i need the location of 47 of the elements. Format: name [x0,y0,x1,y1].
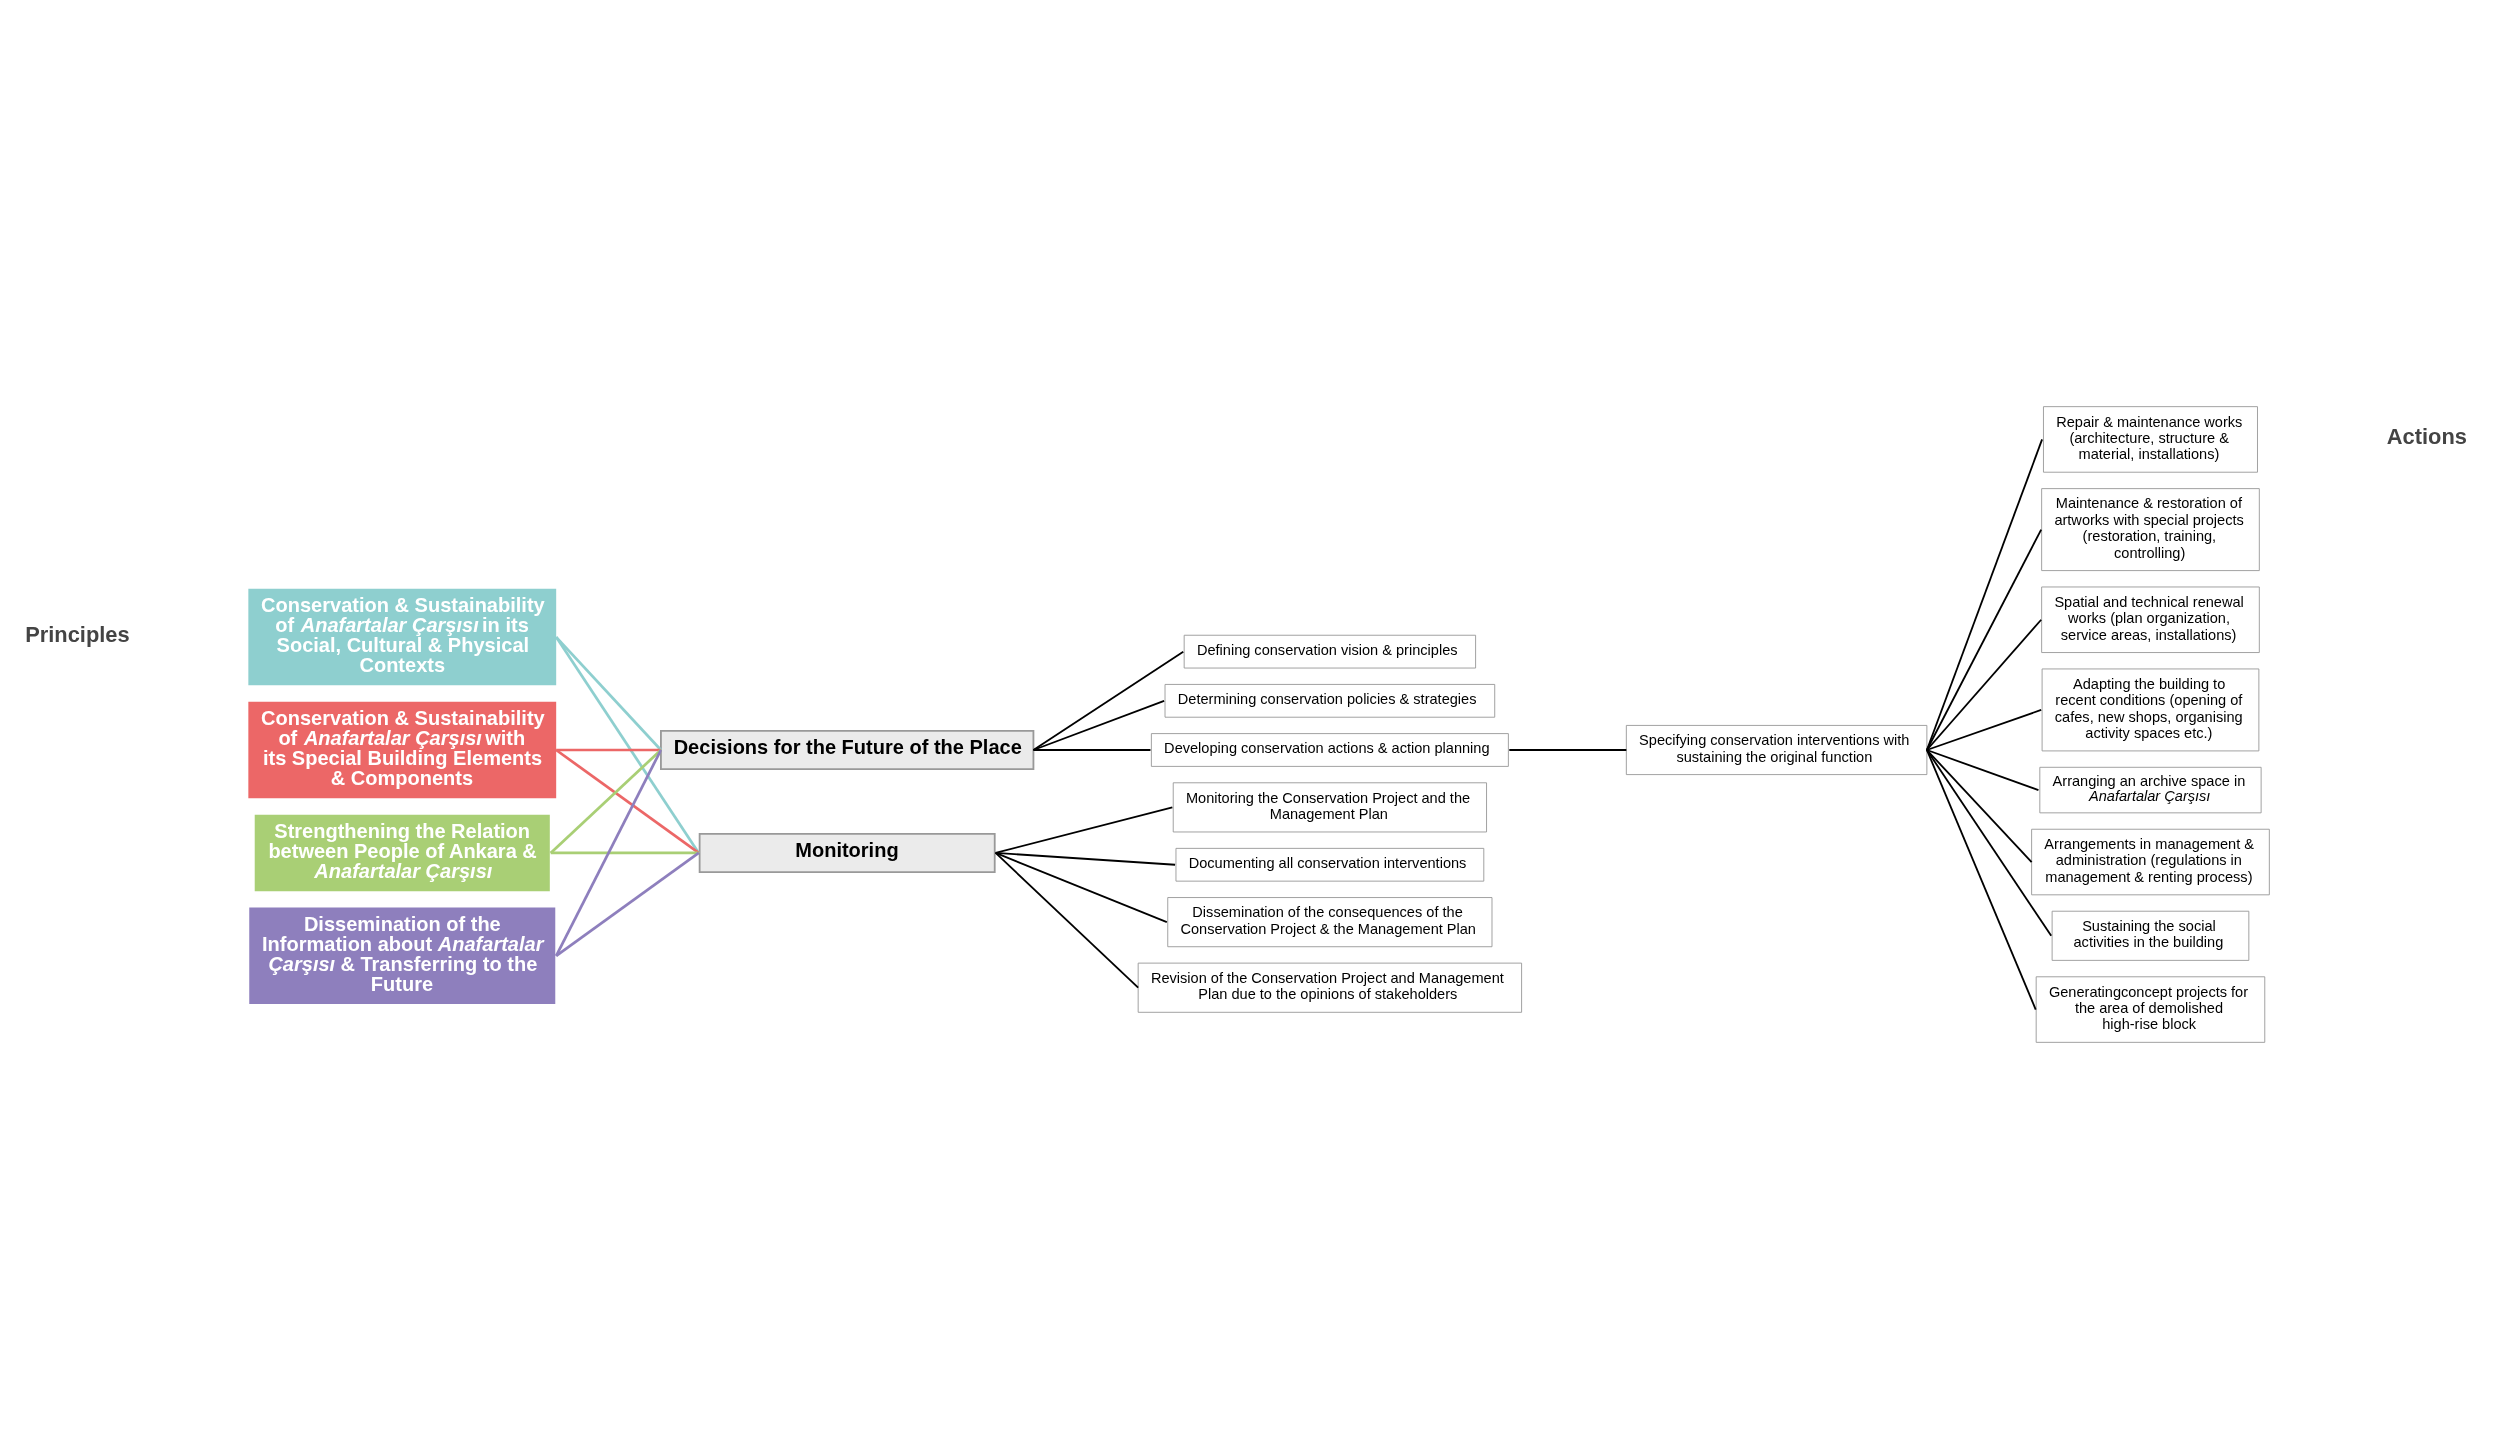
connector [1926,749,2033,863]
connector [554,749,663,957]
node-box: Determining conservation policies & strategies [1164,683,1496,718]
connector [1926,749,2040,791]
connector [1926,528,2043,751]
node-box: Monitoring the Conservation Project and the Management Plan [1172,782,1487,833]
connector [1508,749,1628,751]
node-box: Arranging an archive space in Anafartalar Çarşısı [2039,766,2262,814]
connector [1032,650,1185,751]
node-box: Dissemination of the consequences of the Conservation Project & the Management Plan [1167,897,1493,948]
node-box: Generatingconcept projects for the area of demolished high-rise block [2035,976,2266,1043]
node-box: Documenting all conservation interventions [1175,847,1485,882]
connector [555,636,700,854]
node-box: Adapting the building to recent conditions (opening of cafes, new shops, organising activity spaces etc.) [2041,668,2260,752]
connector [1926,618,2043,751]
connector [994,852,1176,866]
node-box: Maintenance & restoration of artworks with special projects (restoration, training, controlling) [2041,488,2260,572]
node-box: Specifying conservation interventions with sustaining the original function [1625,724,1928,776]
node-box: Decisions for the Future of the Place [660,729,1035,771]
node-box: Monitoring [698,832,996,873]
node-box: Conservation & Sustainability of Anafartalar Çarşısı in its Social, Cultural & Physical Contexts [248,588,557,686]
node-box: Repair & maintenance works (architecture, structure & material, installations) [2043,406,2258,473]
connector [994,806,1174,854]
connector [994,852,1140,989]
connector [1926,438,2043,751]
node-box: Revision of the Conservation Project and Management Plan due to the opinions of stakeholders [1137,962,1523,1013]
connector [555,748,700,855]
node-box: Arrangements in management & administration (regulations in management & renting process) [2031,828,2270,896]
node-box: Conservation & Sustainability of Anafartalar Çarşısı with its Special Building Elements & Components [248,701,557,799]
node-box: Sustaining the social activities in the building [2051,910,2250,961]
connector [1926,709,2043,751]
connector [1926,749,2037,1011]
node-box: Dissemination of the Information about Anafartalar Çarşısı & Transferring to the Future [249,907,556,1005]
connector [556,748,661,752]
connector [555,851,700,957]
node-box: Defining conservation vision & principles [1183,634,1477,669]
connector [1926,749,2053,937]
label: Principles [25,621,130,647]
label: Actions [2386,424,2467,450]
connector [1032,699,1166,751]
connector [1032,749,1152,751]
node-box: Strengthening the Relation between People of Ankara & Anafartalar Çarşısı [254,814,550,892]
connector [550,851,699,855]
connector [555,636,662,751]
connector [549,749,662,854]
node-box: Developing conservation actions & action planning [1150,733,1509,767]
node-box: Spatial and technical renewal works (plan organization, service areas, installations) [2041,586,2260,653]
